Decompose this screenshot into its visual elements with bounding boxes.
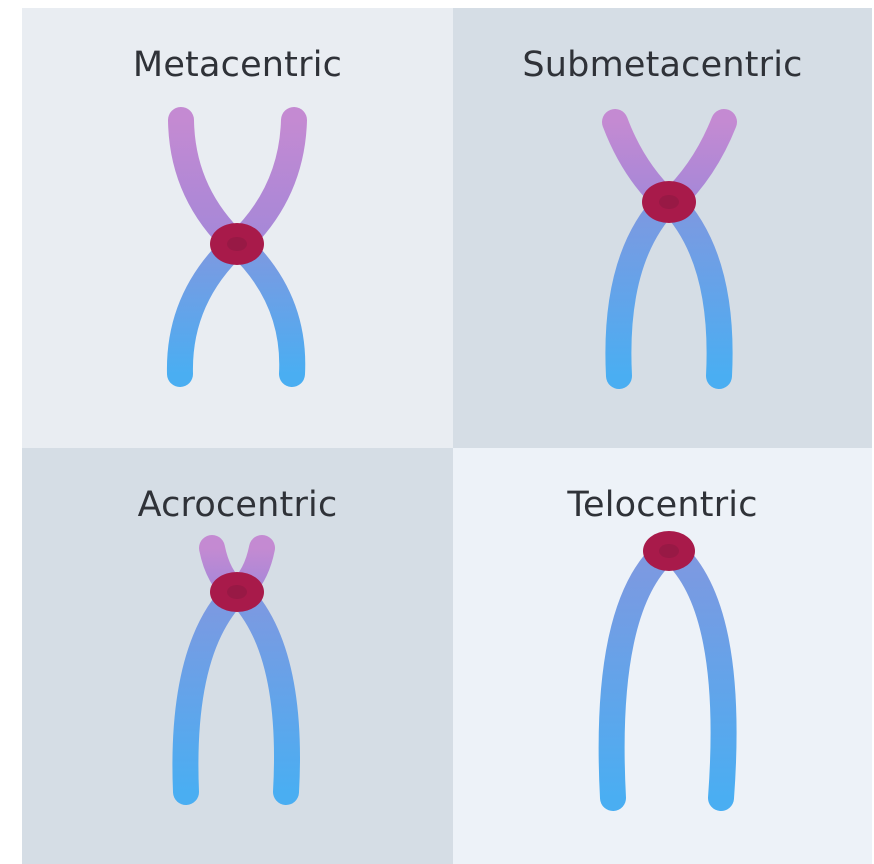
long-arm-right xyxy=(238,592,287,792)
long-arm-right xyxy=(673,552,724,798)
metacentric-chromosome xyxy=(22,8,453,448)
acrocentric-chromosome xyxy=(22,448,453,864)
long-arm-left xyxy=(185,592,236,792)
panel-metacentric: Metacentric xyxy=(22,8,453,448)
submetacentric-chromosome xyxy=(453,8,872,448)
long-arm-right xyxy=(671,202,720,376)
chromosome-types-grid: Metacentric xyxy=(22,8,872,864)
panel-acrocentric: Acrocentric xyxy=(22,448,453,864)
panel-telocentric: Telocentric xyxy=(453,448,872,864)
long-arm-left xyxy=(618,202,667,376)
telocentric-chromosome xyxy=(453,448,872,864)
long-arm-left xyxy=(612,552,665,798)
panel-submetacentric: Submetacentric xyxy=(453,8,872,448)
